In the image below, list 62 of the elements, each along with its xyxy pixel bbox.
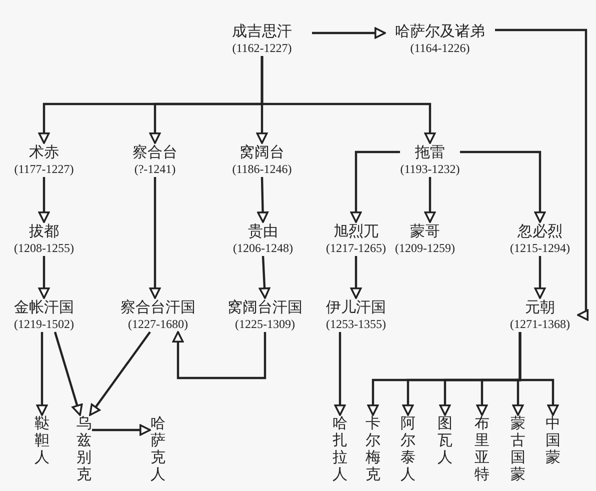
years-label: (1225-1309) <box>234 316 296 332</box>
arrow <box>424 177 436 223</box>
arrow <box>518 332 559 416</box>
name-label: 拖雷 <box>414 143 446 161</box>
arrow <box>38 256 50 299</box>
name-label: 术赤 <box>28 143 60 161</box>
years-label: (1177-1227) <box>13 161 75 177</box>
people-label: 中国蒙 <box>545 415 561 466</box>
arrow <box>312 27 386 39</box>
years-label: (1215-1294) <box>509 240 571 256</box>
name-label: 哈萨尔及诸弟 <box>394 22 486 40</box>
arrow <box>350 150 400 223</box>
years-label: (1162-1227) <box>231 40 293 56</box>
years-label: (1164-1226) <box>409 40 471 56</box>
years-label: (1253-1355) <box>325 316 387 332</box>
arrow <box>38 177 50 223</box>
people-label: 阿尔泰人 <box>400 415 416 483</box>
arrow <box>534 256 546 299</box>
years-label: (1217-1265) <box>325 240 387 256</box>
arrow <box>257 176 268 223</box>
name-label: 察合台 <box>132 143 178 161</box>
name-label: 金帐汗国 <box>13 298 75 316</box>
arrow <box>92 424 151 436</box>
arrow <box>350 256 362 299</box>
people-label: 鞑靼人 <box>34 415 50 466</box>
name-label: 忽必烈 <box>516 222 564 240</box>
name-label: 伊儿汗国 <box>325 298 387 316</box>
years-label: (1227-1680) <box>127 316 189 332</box>
name-label: 窝阔台 <box>238 143 286 161</box>
arrow <box>89 331 151 416</box>
arrow <box>260 56 436 144</box>
years-label: (1219-1502) <box>13 316 75 332</box>
arrow <box>54 332 83 416</box>
name-label: 贵由 <box>247 222 279 240</box>
name-label: 成吉思汗 <box>231 22 293 40</box>
people-label: 哈萨克人 <box>150 415 166 483</box>
years-label: (1209-1259) <box>394 240 456 256</box>
people-label: 乌兹别克 <box>76 415 92 483</box>
name-label: 窝阔台汗国 <box>226 298 304 316</box>
years-label: (?-1241) <box>133 161 177 177</box>
arrow <box>334 332 346 416</box>
people-label: 卡尔梅克 <box>365 415 381 483</box>
name-label: 旭烈兀 <box>332 222 380 240</box>
name-label: 蒙哥 <box>409 222 441 240</box>
arrow <box>36 332 48 416</box>
people-label: 哈扎拉人 <box>332 415 348 483</box>
name-label: 察合台汗国 <box>120 298 196 316</box>
arrow <box>495 28 588 321</box>
years-label: (1193-1232) <box>400 161 460 177</box>
years-label: (1186-1246) <box>231 161 293 177</box>
years-label: (1208-1255) <box>13 240 75 256</box>
arrow <box>258 256 270 299</box>
people-label: 图瓦人 <box>437 415 453 466</box>
years-label: (1206-1248) <box>232 240 294 256</box>
people-label: 布里亚特 <box>474 415 490 483</box>
years-label: (1271-1368) <box>509 316 571 332</box>
arrow <box>172 331 266 380</box>
name-label: 元朝 <box>524 298 556 316</box>
people-label: 蒙古国蒙 <box>510 415 526 483</box>
arrow <box>460 150 546 223</box>
arrow <box>149 177 161 299</box>
name-label: 拔都 <box>28 222 60 240</box>
